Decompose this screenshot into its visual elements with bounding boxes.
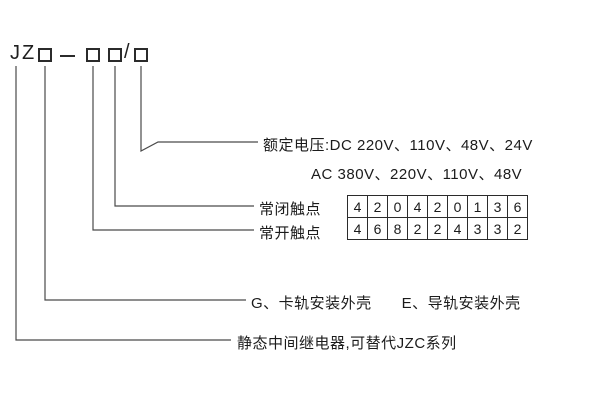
model-code-prefix: JZ (10, 42, 37, 64)
table-cell: 3 (467, 217, 488, 240)
model-code-slash: / (124, 41, 132, 63)
table-cell: 4 (447, 217, 468, 240)
table-cell: 0 (387, 195, 408, 218)
table-cell: 3 (487, 195, 508, 218)
model-code-dash (60, 55, 75, 57)
mounting-option-g: G、卡轨安装外壳 (251, 295, 372, 312)
table-cell: 1 (467, 195, 488, 218)
series-note-label: 静态中间继电器,可替代JZC系列 (237, 335, 457, 352)
mounting-options: G、卡轨安装外壳 E、导轨安装外壳 (251, 292, 521, 313)
table-cell: 8 (387, 217, 408, 240)
leader-normally-open (92, 66, 254, 231)
model-code-box-mounting (38, 48, 52, 62)
leader-normally-closed (114, 66, 254, 207)
table-cell: 2 (427, 195, 448, 218)
table-cell: 4 (407, 195, 428, 218)
model-code-box-nc-contacts (108, 48, 122, 62)
normally-open-label: 常开触点 (259, 225, 322, 242)
table-cell: 2 (367, 195, 388, 218)
rated-voltage-ac-label: AC 380V、220V、110V、48V (311, 166, 523, 183)
rated-voltage-dc-label: 额定电压:DC 220V、110V、48V、24V (263, 137, 533, 154)
table-cell: 6 (507, 195, 528, 218)
table-cell: 2 (427, 217, 448, 240)
table-cell: 2 (507, 217, 528, 240)
normally-closed-label: 常闭触点 (259, 201, 322, 218)
contact-code-table: 4 2 0 4 2 0 1 3 6 4 6 8 2 2 4 3 3 2 (347, 195, 528, 240)
table-cell: 6 (367, 217, 388, 240)
model-code-box-no-contacts (86, 48, 100, 62)
table-cell: 2 (407, 217, 428, 240)
leader-rated-voltage (140, 66, 258, 152)
leader-series (15, 66, 231, 341)
table-cell: 4 (347, 195, 368, 218)
mounting-option-e: E、导轨安装外壳 (401, 295, 521, 312)
table-row-normally-closed: 4 2 0 4 2 0 1 3 6 (347, 195, 528, 218)
table-cell: 0 (447, 195, 468, 218)
model-code-box-voltage (134, 48, 148, 62)
table-cell: 4 (347, 217, 368, 240)
leader-mounting (44, 66, 246, 301)
table-row-normally-open: 4 6 8 2 2 4 3 3 2 (347, 217, 528, 240)
table-cell: 3 (487, 217, 508, 240)
